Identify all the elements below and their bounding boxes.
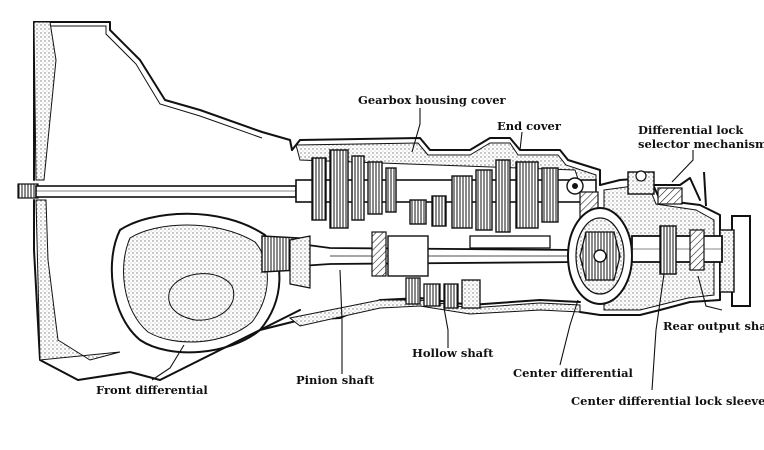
label-diff-lock-selector-line1: Differential lock xyxy=(638,123,744,137)
rear-output-shaft xyxy=(631,225,723,275)
hollow-shaft-assembly xyxy=(405,235,551,309)
label-front-differential: Front differential xyxy=(96,383,208,397)
center-differential xyxy=(567,207,633,305)
pinion-shaft xyxy=(261,231,581,289)
label-diff-lock-selector-line2: selector mechanism xyxy=(638,137,764,151)
label-center-differential: Center differential xyxy=(513,366,634,380)
label-rear-output-shaft: Rear output shaft xyxy=(663,319,764,333)
upper-gear-stack xyxy=(311,149,599,233)
label-center-diff-lock-sleeve: Center differential lock sleeve xyxy=(571,394,764,408)
labels: Gearbox housing cover End cover Differen… xyxy=(96,93,764,408)
label-hollow-shaft: Hollow shaft xyxy=(412,346,494,360)
label-pinion-shaft: Pinion shaft xyxy=(296,373,375,387)
gearbox-housing xyxy=(33,21,751,381)
label-gearbox-housing-cover: Gearbox housing cover xyxy=(358,93,507,107)
diff-lock-selector xyxy=(627,170,707,207)
leader-lines xyxy=(151,108,723,391)
label-end-cover: End cover xyxy=(497,119,562,133)
